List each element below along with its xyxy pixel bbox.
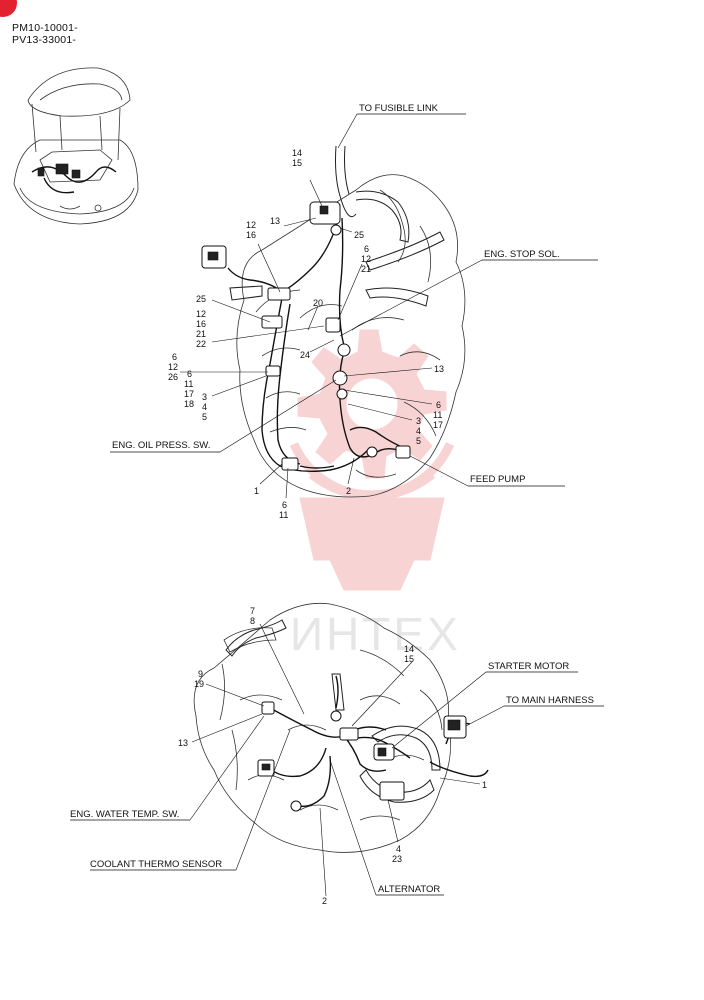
label-to-fusible-link: TO FUSIBLE LINK bbox=[359, 103, 439, 114]
callout-number: 11 bbox=[184, 379, 193, 389]
callout-number: 21 bbox=[361, 264, 371, 274]
callout-number: 4 bbox=[202, 402, 207, 412]
label-to-main-harness: TO MAIN HARNESS bbox=[506, 695, 594, 706]
callout-number: 11 bbox=[279, 510, 288, 520]
callout-number: 5 bbox=[202, 412, 207, 422]
label-alternator: ALTERNATOR bbox=[378, 884, 440, 895]
callout-number: 25 bbox=[196, 294, 206, 304]
top-wiring-harness bbox=[201, 201, 411, 473]
callout-number: 26 bbox=[168, 372, 178, 382]
label-coolant-thermo-sensor: COOLANT THERMO SENSOR bbox=[90, 859, 222, 870]
serial-number-2: PV13-33001- bbox=[12, 34, 77, 46]
callout-number: 13 bbox=[434, 364, 444, 374]
callout-number: 7 bbox=[250, 606, 255, 616]
callout-number: 4 bbox=[416, 426, 421, 436]
top-callout-numbers: 14 15 13 25 12 16 6 12 21 25 12 16 21 22… bbox=[168, 148, 444, 520]
callout-number: 16 bbox=[196, 319, 206, 329]
callout-number: 11 bbox=[433, 410, 442, 420]
callout-number: 20 bbox=[313, 298, 323, 308]
callout-number: 16 bbox=[246, 230, 256, 240]
callout-number: 2 bbox=[346, 486, 351, 496]
callout-number: 12 bbox=[168, 362, 178, 372]
callout-number: 9 bbox=[198, 669, 203, 679]
label-eng-water-temp-sw: ENG. WATER TEMP. SW. bbox=[70, 809, 179, 820]
callout-number: 25 bbox=[354, 230, 364, 240]
label-feed-pump: FEED PUMP bbox=[470, 474, 525, 485]
label-eng-stop-sol: ENG. STOP SOL. bbox=[484, 249, 560, 260]
callout-number: 14 bbox=[292, 148, 302, 158]
callout-number: 15 bbox=[292, 158, 302, 168]
callout-number: 6 bbox=[282, 500, 287, 510]
bottom-wiring-harness bbox=[257, 675, 489, 812]
label-starter-motor: STARTER MOTOR bbox=[488, 661, 569, 672]
callout-number: 22 bbox=[196, 339, 206, 349]
watermark-gear-logo bbox=[289, 329, 455, 591]
callout-number: 2 bbox=[322, 896, 327, 906]
callout-number: 23 bbox=[392, 854, 402, 864]
callout-number: 15 bbox=[404, 654, 414, 664]
bottom-callout-leaders bbox=[70, 623, 604, 897]
top-callout-leaders bbox=[110, 113, 598, 499]
callout-number: 17 bbox=[433, 420, 443, 430]
serial-number-1: PM10-10001- bbox=[12, 22, 78, 34]
bottom-engine-outline bbox=[193, 603, 452, 853]
callout-number: 14 bbox=[404, 644, 414, 654]
brand-corner-mark bbox=[0, 0, 17, 17]
callout-number: 6 bbox=[172, 352, 177, 362]
callout-number: 5 bbox=[416, 436, 421, 446]
callout-number: 19 bbox=[194, 679, 204, 689]
bottom-callout-numbers: 7 8 14 15 9 19 13 1 4 23 2 bbox=[178, 606, 487, 906]
callout-number: 24 bbox=[300, 350, 310, 360]
callout-number: 17 bbox=[184, 389, 194, 399]
callout-number: 21 bbox=[196, 329, 206, 339]
callout-number: 3 bbox=[202, 392, 207, 402]
callout-number: 6 bbox=[364, 244, 369, 254]
callout-number: 8 bbox=[250, 616, 255, 626]
callout-number: 4 bbox=[396, 844, 401, 854]
callout-number: 6 bbox=[436, 400, 441, 410]
callout-number: 12 bbox=[246, 220, 256, 230]
callout-number: 1 bbox=[482, 780, 487, 790]
callout-number: 6 bbox=[187, 369, 192, 379]
callout-number: 13 bbox=[270, 216, 280, 226]
callout-number: 12 bbox=[196, 309, 206, 319]
callout-number: 13 bbox=[178, 738, 188, 748]
callout-number: 1 bbox=[254, 486, 259, 496]
callout-number: 18 bbox=[184, 399, 194, 409]
machine-overview-inset bbox=[13, 67, 139, 225]
callout-number: 3 bbox=[416, 416, 421, 426]
callout-number: 12 bbox=[361, 254, 371, 264]
watermark-text: ИНТЕХ bbox=[290, 608, 461, 660]
label-eng-oil-press-sw: ENG. OIL PRESS. SW. bbox=[112, 440, 210, 451]
